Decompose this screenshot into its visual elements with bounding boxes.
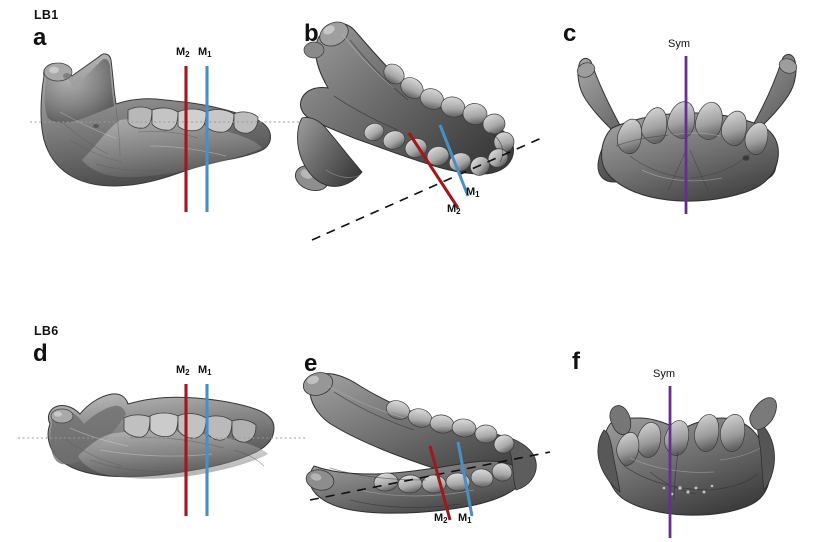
marker-label-m2-e-text: M: [434, 512, 444, 524]
marker-label-m2-d: M2: [176, 364, 190, 377]
marker-label-m1-a: M1: [198, 46, 212, 59]
marker-label-m1-d-text: M: [198, 364, 208, 376]
marker-label-m1-d: M1: [198, 364, 212, 377]
marker-label-m1-e: M1: [458, 512, 472, 525]
panel-c: c: [550, 0, 825, 250]
reference-line-dashed-e: [309, 451, 551, 501]
marker-line-m1-e: [456, 441, 474, 517]
marker-line-m2-b: [407, 132, 460, 209]
mandible-a-lateral: [40, 53, 271, 187]
specimen-label-lb1: LB1: [34, 8, 59, 22]
marker-line-m2-e: [428, 445, 452, 521]
marker-label-m1-e-text: M: [458, 512, 468, 524]
panel-letter-a: a: [33, 24, 47, 51]
mandible-d-lateral: [47, 393, 275, 479]
marker-line-m1-b: [438, 124, 470, 197]
marker-label-m2-d-text: M: [176, 364, 186, 376]
reference-line-dashed-b: [311, 135, 547, 241]
marker-label-m1-d-sub: 1: [207, 368, 212, 377]
panel-letter-d: d: [33, 340, 48, 367]
panel-b: b: [290, 0, 560, 270]
panel-e: e: [290, 340, 560, 542]
mandible-b-occlusal: [294, 21, 515, 192]
panel-d: LB6 d: [0, 320, 310, 542]
panel-letter-f: f: [572, 348, 580, 375]
marker-label-m2-b-sub: 2: [456, 207, 461, 216]
marker-label-m2-e: M2: [434, 512, 448, 525]
marker-label-m2-a-text: M: [176, 46, 186, 58]
marker-label-m2-a-sub: 2: [185, 50, 190, 59]
panel-letter-b: b: [304, 20, 319, 47]
panel-letter-c: c: [563, 20, 577, 47]
marker-label-m1-a-text: M: [198, 46, 208, 58]
mandible-c-anterior: [576, 53, 798, 202]
marker-label-m1-b: M1: [466, 186, 480, 199]
marker-label-m2-b-text: M: [447, 203, 457, 215]
panel-f: f: [560, 340, 825, 542]
specimen-label-lb6: LB6: [34, 324, 59, 338]
marker-label-m2-e-sub: 2: [443, 516, 448, 525]
panel-letter-e: e: [304, 350, 318, 377]
mandible-e-occlusal: [302, 372, 537, 514]
marker-label-m1-e-sub: 1: [467, 516, 472, 525]
marker-label-m1-a-sub: 1: [207, 50, 212, 59]
marker-label-sym-f: Sym: [653, 368, 675, 380]
marker-label-m1-b-sub: 1: [475, 190, 480, 199]
marker-label-m2-a: M2: [176, 46, 190, 59]
marker-label-m2-d-sub: 2: [185, 368, 190, 377]
panel-a: LB1 a: [0, 0, 312, 260]
marker-label-m2-b: M2: [447, 203, 461, 216]
marker-label-sym-c: Sym: [668, 38, 690, 50]
marker-label-m1-b-text: M: [466, 186, 476, 198]
